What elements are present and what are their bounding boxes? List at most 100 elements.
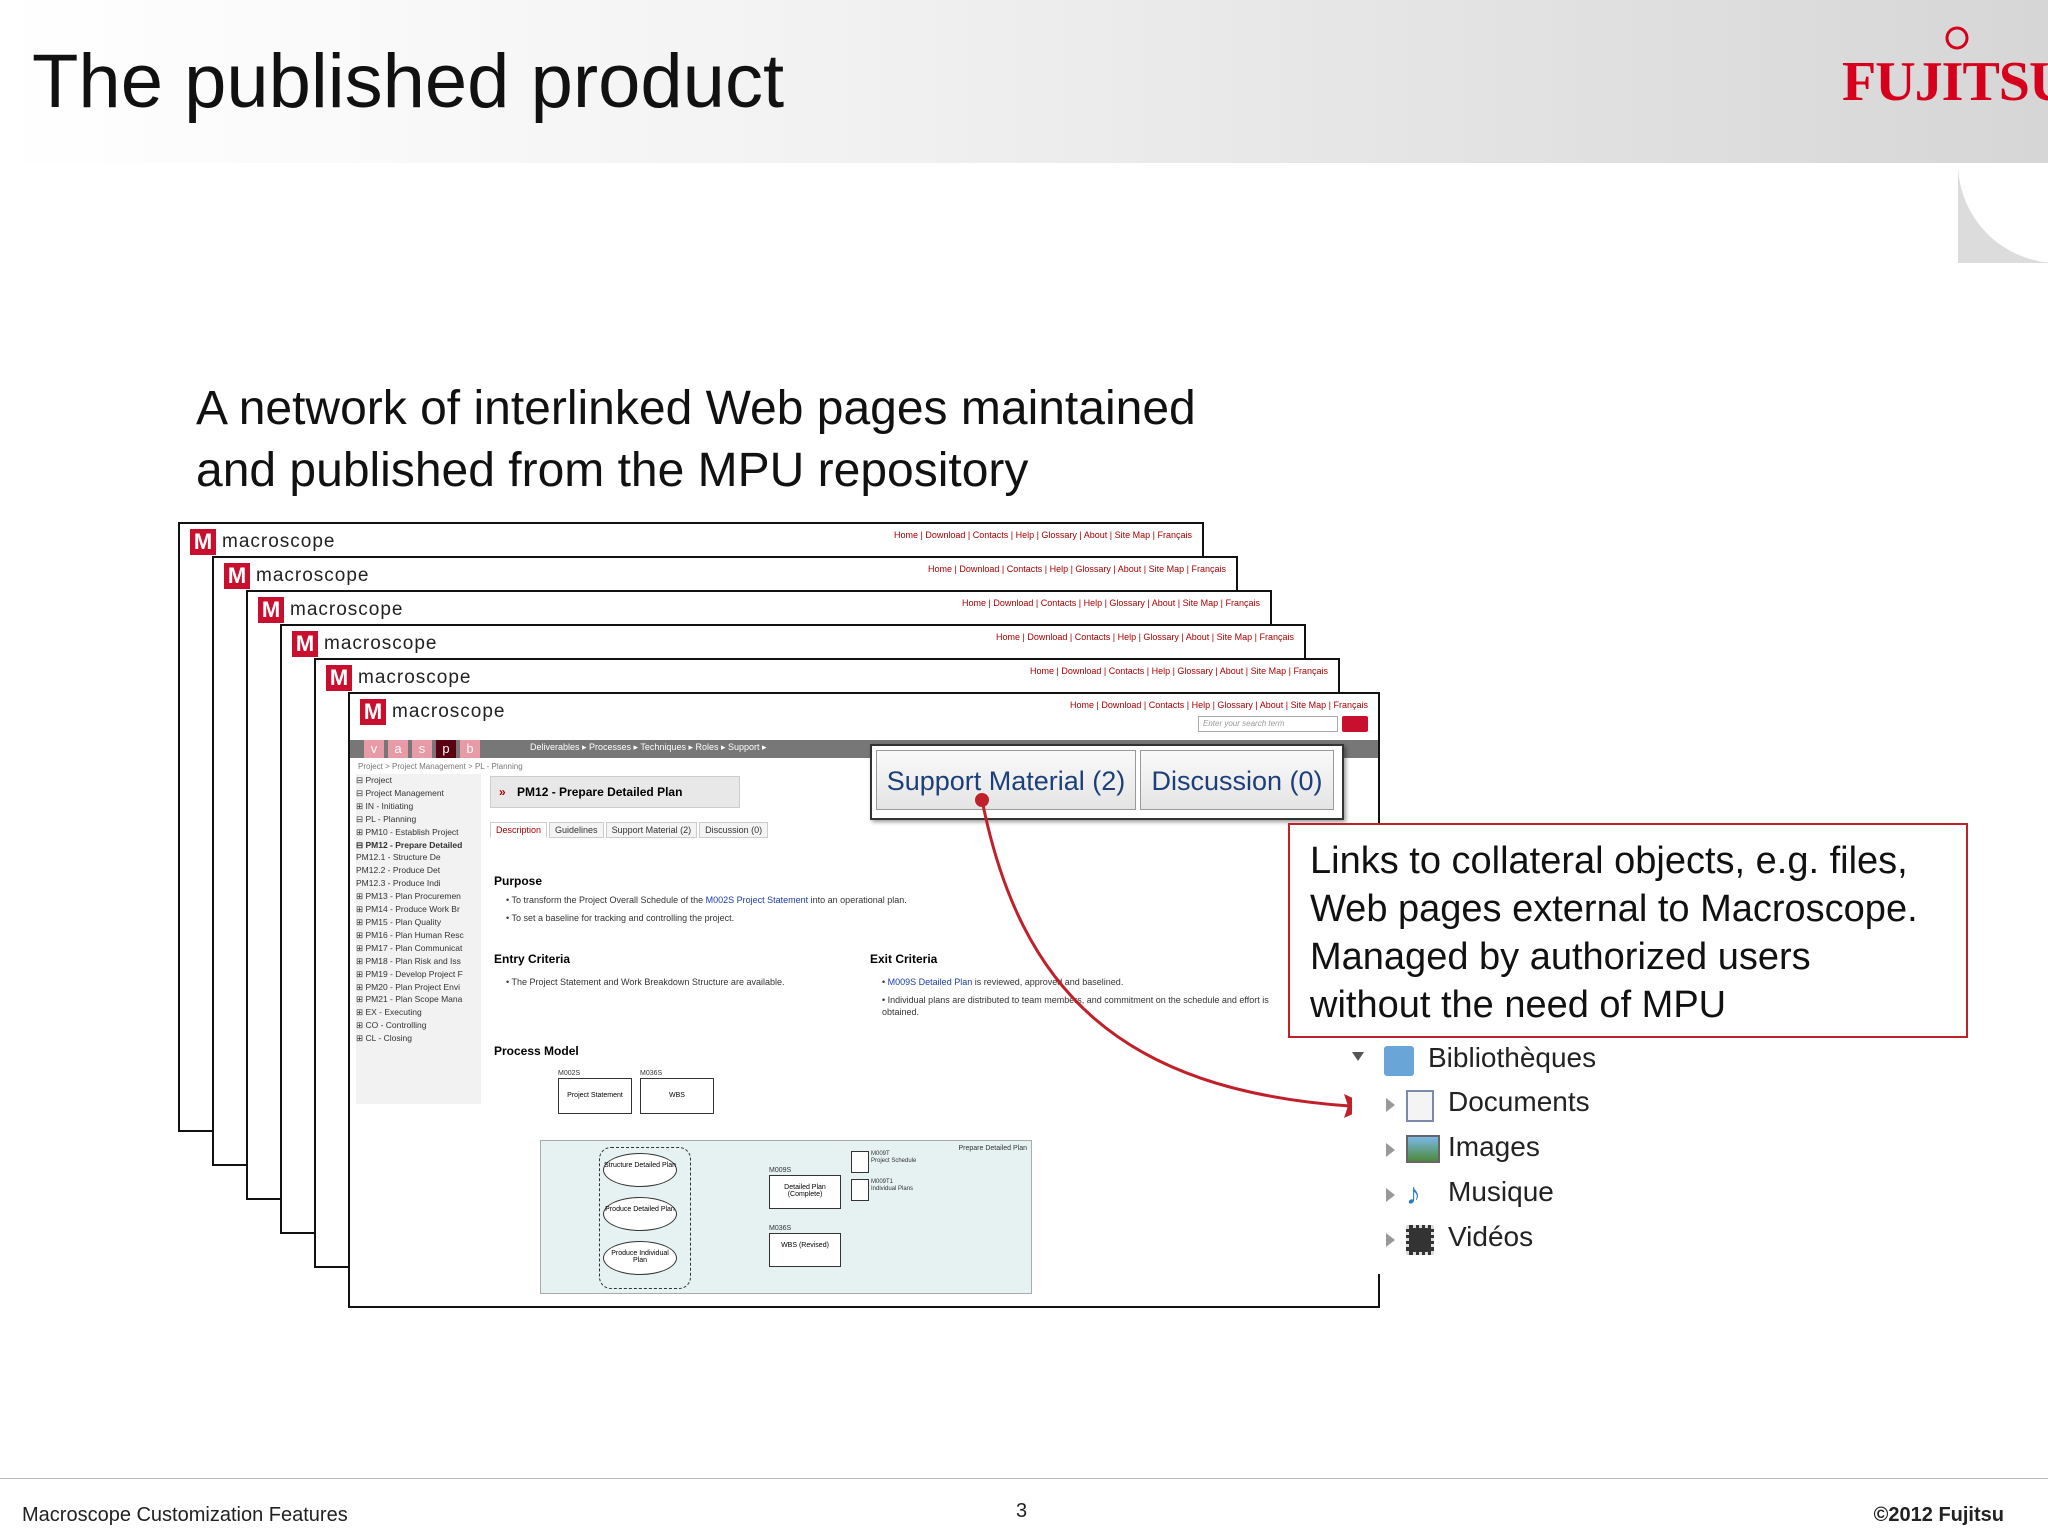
macroscope-m-icon: M (360, 699, 386, 725)
links-note-line-1: Links to collateral objects, e.g. files, (1310, 840, 1908, 882)
images-icon (1406, 1135, 1440, 1163)
search-button[interactable] (1342, 716, 1368, 732)
entry-criteria-heading: Entry Criteria (494, 952, 571, 966)
links-note-line-3: Managed by authorized users (1310, 936, 1811, 978)
phase-tab-v[interactable]: v (364, 740, 384, 758)
tree-item[interactable]: ⊟ Project (356, 775, 392, 785)
tree-item[interactable]: ⊞ EX - Executing (356, 1007, 422, 1018)
links-note-line-4: without the need of MPU (1310, 984, 1727, 1026)
tree-item[interactable]: ⊟ PM12 - Prepare Detailed (356, 839, 463, 850)
project-statement-link[interactable]: M002S Project Statement (705, 895, 809, 905)
footer-presentation-title: Macroscope Customization Features (22, 1504, 348, 1526)
process-tree: ⊟ Project ⊟ Project Management ⊞ IN - In… (356, 774, 481, 1104)
step-produce-detailed-plan[interactable]: Produce Detailed Plan (603, 1197, 677, 1231)
top-nav[interactable]: Home | Download | Contacts | Help | Glos… (1070, 700, 1368, 710)
purpose-item-1: • To transform the Project Overall Sched… (506, 895, 907, 905)
phase-tab-p[interactable]: p (436, 740, 456, 758)
tree-item[interactable]: PM12.3 - Produce Indi (356, 878, 441, 889)
process-model-heading: Process Model (494, 1044, 579, 1058)
exit-criteria-heading: Exit Criteria (870, 952, 938, 966)
input-2-code: M036S (640, 1070, 663, 1077)
top-nav[interactable]: Home | Download | Contacts | Help | Glos… (996, 632, 1294, 642)
tree-item[interactable]: ⊞ PM20 - Plan Project Envi (356, 981, 460, 992)
phase-tab-b[interactable]: b (460, 740, 480, 758)
top-nav[interactable]: Home | Download | Contacts | Help | Glos… (894, 530, 1192, 540)
discussion-tab[interactable]: Discussion (0) (1140, 750, 1334, 810)
music-note-icon: ♪ (1406, 1178, 1421, 1211)
content-title: PM12 - Prepare Detailed Plan (517, 785, 683, 799)
collapsed-arrow-icon (1386, 1143, 1395, 1157)
detailed-plan-link[interactable]: M009S Detailed Plan (887, 977, 973, 987)
subtitle-line-1: A network of interlinked Web pages maint… (196, 382, 1196, 435)
slide-subtitle: A network of interlinked Web pages maint… (196, 378, 1196, 502)
logo-text: FUJITSU (1842, 51, 2048, 113)
macroscope-m-icon: M (224, 563, 250, 589)
expanded-arrow-icon (1352, 1052, 1364, 1061)
tree-item[interactable]: ⊞ PM19 - Develop Project F (356, 968, 463, 979)
tree-item[interactable]: PM12.1 - Structure De (356, 852, 441, 863)
tab-description[interactable]: Description (490, 822, 548, 838)
purpose-item-2: • To set a baseline for tracking and con… (506, 913, 735, 923)
links-callout-box: Links to collateral objects, e.g. files,… (1288, 823, 1968, 1038)
brand-wordmark: macroscope (324, 633, 438, 654)
main-menu[interactable]: Deliverables ▸ Processes ▸ Techniques ▸ … (530, 742, 767, 752)
tree-item[interactable]: ⊞ PM10 - Establish Project (356, 826, 459, 837)
chevron-right-icon: » (499, 785, 506, 799)
macroscope-m-icon: M (190, 529, 216, 555)
tree-item[interactable]: ⊞ PM15 - Plan Quality (356, 916, 442, 927)
support-material-tab[interactable]: Support Material (2) (876, 750, 1136, 810)
tab-guidelines[interactable]: Guidelines (549, 822, 604, 838)
tree-item[interactable]: ⊞ CL - Closing (356, 1033, 412, 1044)
tree-item[interactable]: ⊟ PL - Planning (356, 813, 417, 824)
brand-wordmark: macroscope (290, 599, 404, 620)
tree-item[interactable]: ⊞ PM14 - Produce Work Br (356, 904, 460, 915)
step-produce-individual-plan[interactable]: Produce Individual Plan (603, 1241, 677, 1275)
input-2-document[interactable]: WBS (640, 1078, 714, 1114)
input-1-document[interactable]: Project Statement (558, 1078, 632, 1114)
breadcrumb[interactable]: Project > Project Management > PL - Plan… (358, 762, 523, 771)
brand-wordmark: macroscope (358, 667, 472, 688)
fujitsu-logo: FUJITSU (1842, 22, 2048, 113)
brand-wordmark: macroscope (392, 701, 506, 722)
libraries-icon (1384, 1046, 1414, 1076)
collapsed-arrow-icon (1386, 1188, 1395, 1202)
tree-item[interactable]: ⊞ CO - Controlling (356, 1020, 427, 1031)
tree-item[interactable]: ⊞ IN - Initiating (356, 800, 414, 811)
tree-item[interactable]: PM12.2 - Produce Det (356, 865, 441, 876)
top-nav[interactable]: Home | Download | Contacts | Help | Glos… (962, 598, 1260, 608)
process-diagram: Prepare Detailed Plan Structure Detailed… (540, 1140, 1032, 1294)
exit-criteria-item-2: • Individual plans are distributed to te… (882, 995, 1269, 1017)
collapsed-arrow-icon (1386, 1233, 1395, 1247)
top-nav[interactable]: Home | Download | Contacts | Help | Glos… (928, 564, 1226, 574)
phase-tab-s[interactable]: s (412, 740, 432, 758)
top-nav[interactable]: Home | Download | Contacts | Help | Glos… (1030, 666, 1328, 676)
slide-header-band (0, 0, 2048, 163)
brand-wordmark: macroscope (256, 565, 370, 586)
tree-item[interactable]: ⊞ PM13 - Plan Procuremen (356, 891, 461, 902)
step-structure-detailed-plan[interactable]: Structure Detailed Plan (603, 1153, 677, 1187)
output-2-code: M036S (769, 1225, 792, 1232)
output-1-code: M009S (769, 1167, 792, 1174)
entry-criteria-item: • The Project Statement and Work Breakdo… (506, 977, 785, 987)
links-note-line-2: Web pages external to Macroscope. (1310, 888, 1918, 930)
header-curve-decoration (1958, 163, 2048, 263)
infinity-loop-icon (1945, 26, 1969, 50)
tab-support-material[interactable]: Support Material (2) (605, 822, 698, 838)
tree-item[interactable]: ⊞ PM21 - Plan Scope Mana (356, 994, 463, 1005)
macroscope-m-icon: M (258, 597, 284, 623)
output-detailed-plan[interactable]: Detailed Plan (Complete) (769, 1175, 841, 1209)
subtitle-line-2: and published from the MPU repository (196, 444, 1029, 497)
site-search-input[interactable]: Enter your search term (1198, 716, 1338, 732)
tree-item[interactable]: ⊞ PM18 - Plan Risk and Iss (356, 955, 461, 966)
brand-wordmark: macroscope (222, 531, 336, 552)
macroscope-m-icon: M (292, 631, 318, 657)
tree-item[interactable]: ⊟ Project Management (356, 787, 444, 798)
document-icon (851, 1179, 869, 1201)
output-wbs-revised[interactable]: WBS (Revised) (769, 1233, 841, 1267)
tree-item[interactable]: ⊞ PM17 - Plan Communicat (356, 942, 463, 953)
tab-discussion[interactable]: Discussion (0) (699, 822, 769, 838)
documents-icon (1406, 1090, 1434, 1122)
phase-tab-a[interactable]: a (388, 740, 408, 758)
tree-item[interactable]: ⊞ PM16 - Plan Human Resc (356, 929, 464, 940)
